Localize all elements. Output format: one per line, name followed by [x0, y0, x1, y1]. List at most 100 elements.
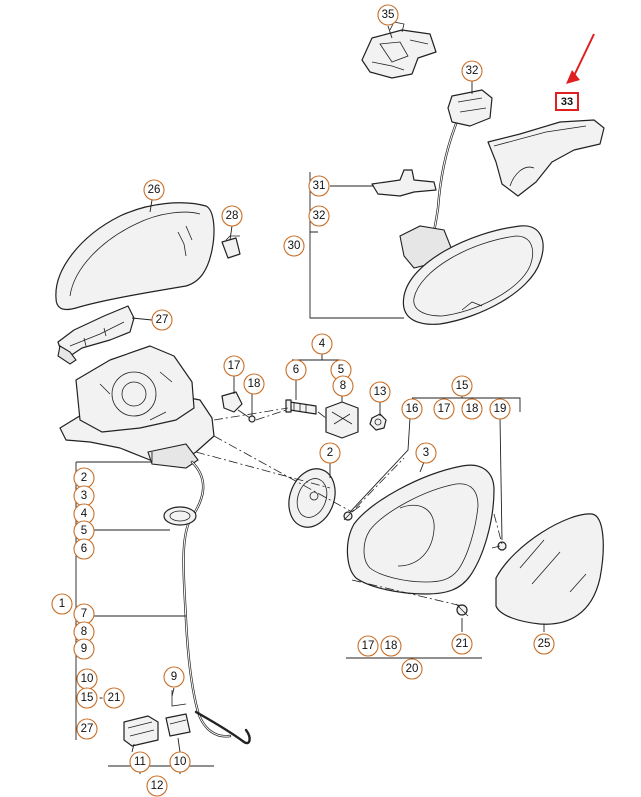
svg-text:27: 27: [156, 314, 169, 326]
svg-text:20: 20: [406, 663, 419, 675]
svg-text:26: 26: [148, 184, 161, 196]
part-33-mirror-trim-cover: [487, 119, 605, 197]
callout-3-frame: 3: [415, 442, 437, 464]
part-2-adjustment-plate: [288, 468, 336, 528]
callout-17-bottom: 17: [357, 635, 379, 657]
callout-32-top: 32: [461, 60, 483, 82]
callout-12: 12: [146, 775, 168, 797]
svg-text:27: 27: [81, 723, 94, 735]
svg-text:9: 9: [81, 643, 87, 655]
svg-text:10: 10: [174, 756, 187, 768]
svg-text:35: 35: [382, 9, 395, 21]
part-10-connector: [165, 713, 191, 737]
svg-text:6: 6: [81, 543, 87, 555]
part-28-small-clip: [221, 235, 241, 259]
svg-text:3: 3: [81, 490, 87, 502]
legend-callout-27: 27: [76, 718, 98, 740]
legend-callout-3: 3: [73, 485, 95, 507]
legend-callout-6: 6: [73, 538, 95, 560]
part-31-clip: [371, 169, 437, 197]
legend-callout-9: 9: [73, 638, 95, 660]
svg-text:6: 6: [293, 364, 299, 376]
callout-32-mid: 32: [308, 205, 330, 227]
wiring-harness: [163, 460, 251, 745]
callout-20: 20: [401, 658, 423, 680]
svg-text:8: 8: [340, 380, 346, 392]
svg-text:12: 12: [151, 780, 164, 792]
callout-18-screw: 18: [243, 373, 265, 395]
callout-11: 11: [129, 751, 151, 773]
svg-text:15: 15: [456, 380, 469, 392]
part-26-mirror-cap: [55, 202, 215, 311]
svg-text:18: 18: [385, 640, 398, 652]
callout-27: 27: [151, 309, 173, 331]
svg-text:10: 10: [81, 673, 94, 685]
svg-text:17: 17: [228, 360, 241, 372]
legend-callout-2: 2: [73, 467, 95, 489]
svg-text:11: 11: [134, 756, 146, 768]
svg-text:4: 4: [319, 338, 326, 350]
callout-30: 30: [283, 235, 305, 257]
callout-6: 6: [285, 359, 307, 381]
svg-text:28: 28: [226, 210, 239, 222]
svg-text:5: 5: [338, 364, 344, 376]
svg-text:32: 32: [466, 65, 479, 77]
part-8-adjustment-motor: [325, 401, 359, 439]
svg-text:21: 21: [108, 692, 121, 704]
legend-callout-7: 7: [73, 603, 95, 625]
legend-callout-21: 21: [103, 687, 125, 709]
callout-19: 19: [489, 398, 511, 420]
callout-28: 28: [221, 205, 243, 227]
svg-text:31: 31: [313, 180, 326, 192]
callout-33-highlighted: 33: [555, 92, 579, 111]
part-30-interior-mirror: [399, 225, 544, 325]
svg-text:19: 19: [494, 403, 507, 415]
callout-26: 26: [143, 179, 165, 201]
callout-10: 10: [169, 751, 191, 773]
callout-35: 35: [377, 4, 399, 26]
part-6-screw: [285, 399, 317, 415]
svg-text:4: 4: [81, 508, 88, 520]
callout-16: 16: [401, 398, 423, 420]
svg-text:21: 21: [456, 638, 469, 650]
callout-18-bottom: 18: [380, 635, 402, 657]
part-35-connector-cluster: [361, 21, 437, 79]
svg-text:17: 17: [438, 403, 451, 415]
part-25-mirror-glass: [495, 513, 604, 625]
callout-18-group: 18: [461, 398, 483, 420]
svg-text:33: 33: [561, 96, 573, 108]
svg-text:13: 13: [374, 386, 387, 398]
svg-text:7: 7: [81, 608, 87, 620]
part-27-indicator-carrier: [57, 305, 135, 365]
callout-9-pin: 9: [163, 666, 185, 688]
alignment-lines: [195, 407, 503, 607]
svg-text:25: 25: [538, 638, 551, 650]
callout-17-group: 17: [433, 398, 455, 420]
legend-callout-15: 15: [76, 687, 98, 709]
svg-text:16: 16: [406, 403, 419, 415]
legend-callout-10: 10: [76, 668, 98, 690]
svg-text:8: 8: [81, 626, 87, 638]
callout-2-plate: 2: [319, 442, 341, 464]
callout-31: 31: [308, 175, 330, 197]
part-19-screw: [491, 541, 507, 551]
callout-17-screw: 17: [223, 355, 245, 377]
callout-8: 8: [332, 375, 354, 397]
legend-callout-1: 1: [51, 593, 73, 615]
part-3-mirror-frame: [343, 464, 495, 595]
svg-text:32: 32: [313, 210, 326, 222]
svg-text:18: 18: [466, 403, 479, 415]
svg-text:2: 2: [327, 447, 333, 459]
callout-4: 4: [311, 333, 333, 355]
svg-text:17: 17: [362, 640, 375, 652]
svg-text:30: 30: [288, 240, 301, 252]
svg-text:3: 3: [423, 447, 429, 459]
svg-text:5: 5: [81, 525, 87, 537]
callout-15: 15: [451, 375, 473, 397]
part-11-connector: [123, 715, 159, 747]
range-dash: -: [99, 692, 103, 704]
svg-text:9: 9: [171, 671, 177, 683]
part-9-pin: [171, 690, 187, 707]
callout-25: 25: [533, 633, 555, 655]
